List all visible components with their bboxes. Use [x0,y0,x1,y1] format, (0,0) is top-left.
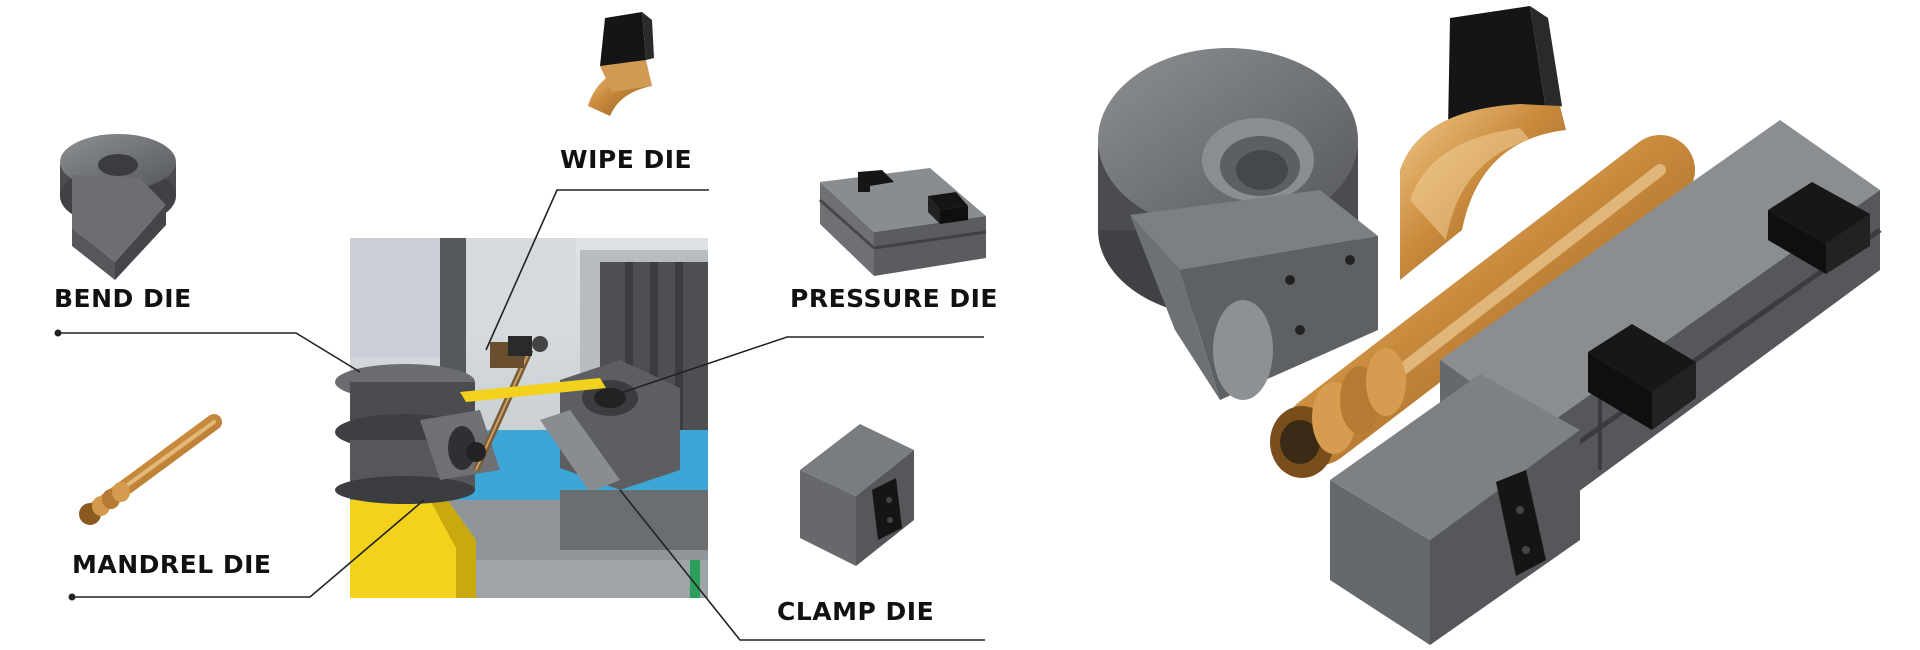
exploded-tooling-render [1098,6,1882,645]
mandrel-die-large [1270,135,1695,478]
clamp-die-thumbnail [800,424,914,566]
mandrel-die-leader [72,499,425,598]
pressure-die-thumbnail [819,168,987,276]
wipe-die-large [1400,6,1566,280]
bend-die-large [1098,48,1378,400]
bend-die-label: BEND DIE [54,284,192,313]
leader-lines [54,189,985,641]
clamp-die-leader [619,489,985,641]
wipe-die-thumbnail [588,12,654,116]
pressure-die-leader [599,336,984,401]
pressure-die-label: PRESSURE DIE [790,284,999,313]
clamp-die-large [1330,374,1580,645]
mandrel-die-label: MANDREL DIE [72,550,272,579]
bend-die-thumbnail [60,134,176,280]
clamp-die-label: CLAMP DIE [777,597,935,626]
wipe-die-label: WIPE DIE [560,145,693,174]
wipe-die-leader [485,189,709,351]
bend-die-leader [58,332,361,373]
machine-photo [335,238,708,598]
mandrel-die-thumbnail [79,414,222,525]
